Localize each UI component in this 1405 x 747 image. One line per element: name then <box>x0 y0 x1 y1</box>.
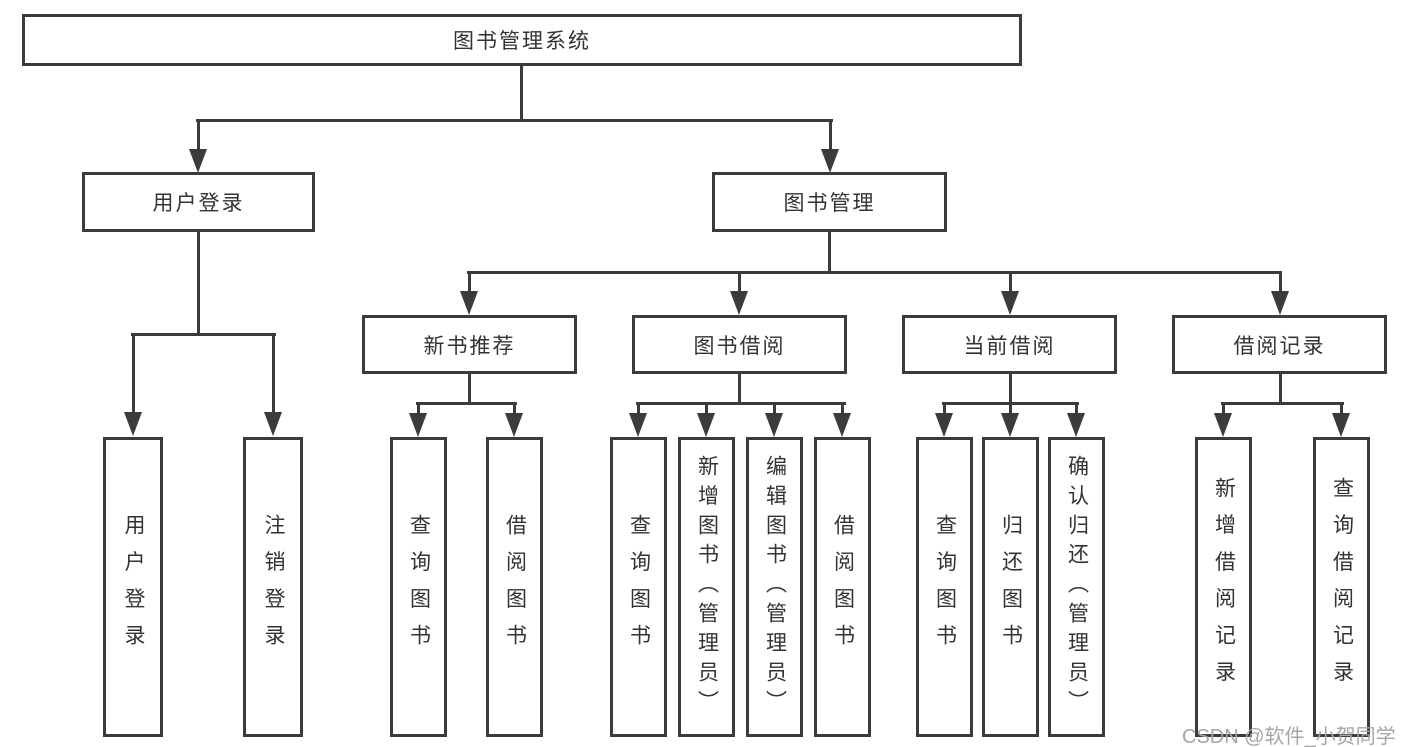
leaf-query-books-2: 查询图书 <box>610 437 667 737</box>
leaf-label: 编辑图书（管理员） <box>763 454 787 720</box>
connector-stem <box>1009 374 1012 404</box>
connector-drop <box>829 119 832 151</box>
connector-drop <box>468 271 471 293</box>
leaf-label: 归还图书 <box>999 513 1023 661</box>
connector-drop <box>1340 402 1343 416</box>
connector-drop <box>705 402 708 416</box>
arrowhead-down-icon <box>1067 413 1085 437</box>
node-label: 当前借阅 <box>963 334 1056 358</box>
connector-rail <box>467 271 1282 274</box>
node-current-borrowing: 当前借阅 <box>902 315 1117 374</box>
connector-drop <box>132 333 135 413</box>
arrowhead-down-icon <box>629 413 647 437</box>
leaf-borrow-books-1: 借阅图书 <box>486 437 543 737</box>
node-label: 用户登录 <box>152 192 245 215</box>
leaf-label: 注销登录 <box>262 513 285 661</box>
leaf-label: 用户登录 <box>122 513 145 661</box>
node-user-login: 用户登录 <box>82 172 315 232</box>
node-new-book-recommend: 新书推荐 <box>362 315 577 374</box>
connector-drop <box>1009 402 1012 416</box>
arrowhead-down-icon <box>460 291 478 315</box>
connector-drop <box>513 402 516 416</box>
leaf-label: 新增借阅记录 <box>1212 476 1236 698</box>
connector-rail <box>416 402 517 405</box>
arrowhead-down-icon <box>935 413 953 437</box>
leaf-label: 查询图书 <box>933 513 957 661</box>
leaf-label: 新增图书（管理员） <box>695 454 719 720</box>
arrowhead-down-icon <box>697 413 715 437</box>
connector-stem <box>828 232 831 274</box>
connector-drop <box>841 402 844 416</box>
leaf-edit-books-admin: 编辑图书（管理员） <box>746 437 803 737</box>
leaf-borrow-books-2: 借阅图书 <box>814 437 871 737</box>
leaf-label: 查询借阅记录 <box>1330 476 1354 698</box>
connector-drop <box>1075 402 1078 416</box>
leaf-label: 查询图书 <box>407 513 431 661</box>
arrowhead-down-icon <box>1332 413 1350 437</box>
leaf-add-borrow-record: 新增借阅记录 <box>1195 437 1252 737</box>
arrowhead-down-icon <box>1271 291 1289 315</box>
connector-stem <box>1279 374 1282 404</box>
connector-drop <box>773 402 776 416</box>
leaf-query-borrow-record: 查询借阅记录 <box>1313 437 1370 737</box>
node-label: 图书管理 <box>783 192 876 215</box>
arrowhead-down-icon <box>409 413 427 437</box>
leaf-confirm-return-admin: 确认归还（管理员） <box>1048 437 1105 737</box>
leaf-add-books-admin: 新增图书（管理员） <box>678 437 735 737</box>
arrowhead-down-icon <box>1001 291 1019 315</box>
connector-rail <box>196 119 833 122</box>
arrowhead-down-icon <box>1001 413 1019 437</box>
node-label: 图书借阅 <box>693 334 786 358</box>
arrowhead-down-icon <box>505 413 523 437</box>
connector-drop <box>1279 271 1282 293</box>
connector-rail <box>131 333 276 336</box>
connector-rail <box>636 402 846 405</box>
connector-stem <box>738 374 741 404</box>
arrowhead-down-icon <box>833 413 851 437</box>
leaf-logout: 注销登录 <box>243 437 303 737</box>
arrowhead-down-icon <box>124 412 142 436</box>
node-book-management-system: 图书管理系统 <box>22 14 1022 66</box>
connector-drop <box>1009 271 1012 293</box>
leaf-label: 借阅图书 <box>831 513 855 661</box>
leaf-label: 查询图书 <box>627 513 651 661</box>
connector-drop <box>272 333 275 413</box>
leaf-query-books-3: 查询图书 <box>916 437 973 737</box>
connector-stem <box>520 66 523 122</box>
leaf-label: 借阅图书 <box>503 513 527 661</box>
csdn-watermark: CSDN @软件_小贺同学 <box>1182 726 1396 747</box>
node-label: 借阅记录 <box>1233 334 1326 358</box>
node-label: 新书推荐 <box>423 334 516 358</box>
node-book-management: 图书管理 <box>712 172 947 232</box>
node-book-borrowing: 图书借阅 <box>632 315 847 374</box>
leaf-return-books: 归还图书 <box>982 437 1039 737</box>
leaf-user-login: 用户登录 <box>103 437 163 737</box>
arrowhead-down-icon <box>189 149 207 173</box>
connector-rail <box>1221 402 1344 405</box>
connector-drop <box>738 271 741 293</box>
arrowhead-down-icon <box>765 413 783 437</box>
connector-drop <box>197 119 200 151</box>
arrowhead-down-icon <box>821 149 839 173</box>
connector-drop <box>943 402 946 416</box>
node-borrowing-records: 借阅记录 <box>1172 315 1387 374</box>
connector-stem <box>468 374 471 404</box>
node-label: 图书管理系统 <box>453 30 591 53</box>
arrowhead-down-icon <box>730 291 748 315</box>
arrowhead-down-icon <box>264 412 282 436</box>
arrowhead-down-icon <box>1214 413 1232 437</box>
connector-stem <box>197 232 200 336</box>
connector-drop <box>637 402 640 416</box>
leaf-label: 确认归还（管理员） <box>1065 454 1089 720</box>
connector-drop <box>1222 402 1225 416</box>
leaf-query-books-1: 查询图书 <box>390 437 447 737</box>
connector-drop <box>417 402 420 416</box>
